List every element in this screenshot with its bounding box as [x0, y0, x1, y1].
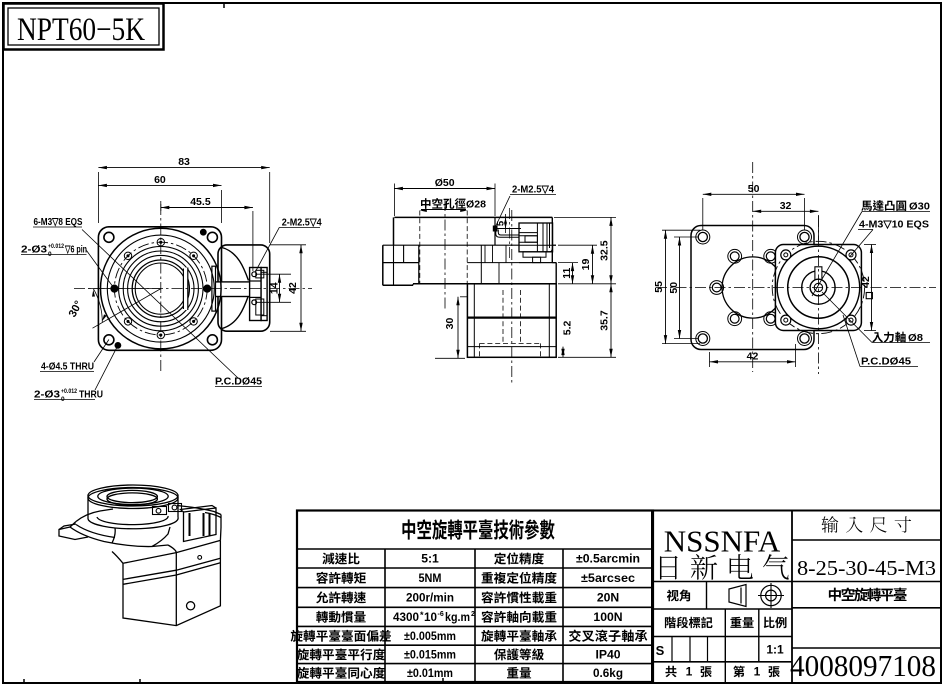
svg-text:83: 83 — [178, 156, 190, 168]
svg-text:kg.m: kg.m — [445, 612, 470, 624]
svg-text:19: 19 — [580, 259, 592, 271]
svg-text:4300: 4300 — [393, 612, 419, 624]
svg-text:5: 5 — [496, 220, 507, 226]
svg-text:Ø28: Ø28 — [466, 199, 486, 211]
svg-text:8-25-30-45-M3: 8-25-30-45-M3 — [797, 556, 936, 580]
svg-text:5:1: 5:1 — [421, 552, 439, 566]
svg-text:NSSNFA: NSSNFA — [664, 524, 781, 559]
svg-text:THRU: THRU — [79, 389, 103, 401]
svg-text:6-M3▽8 EQS: 6-M3▽8 EQS — [34, 216, 83, 228]
svg-text:14: 14 — [269, 282, 281, 294]
svg-text:Ø8: Ø8 — [908, 332, 923, 344]
svg-text:±0.015mm: ±0.015mm — [404, 648, 456, 662]
svg-text:1:1: 1:1 — [766, 643, 784, 657]
svg-text:45.5: 45.5 — [190, 196, 211, 208]
svg-text:2-M2.5▽4: 2-M2.5▽4 — [282, 216, 322, 228]
svg-text:100N: 100N — [593, 610, 622, 624]
svg-text:1: 1 — [754, 665, 761, 679]
svg-text:42: 42 — [287, 282, 299, 294]
svg-text:35.7: 35.7 — [599, 310, 611, 331]
svg-text:42: 42 — [747, 350, 759, 362]
svg-text:5NM: 5NM — [419, 571, 442, 585]
svg-text:20N: 20N — [597, 591, 619, 605]
svg-text:32: 32 — [780, 200, 792, 212]
svg-text:4-Ø4.5 THRU: 4-Ø4.5 THRU — [41, 361, 94, 373]
svg-text:IP40: IP40 — [595, 648, 620, 662]
svg-text:5.2: 5.2 — [562, 320, 574, 335]
svg-text:200r/min: 200r/min — [406, 591, 454, 605]
svg-text:2: 2 — [471, 611, 475, 618]
svg-text:▽6 pin: ▽6 pin — [64, 244, 87, 256]
svg-text:0.6kg: 0.6kg — [593, 666, 623, 680]
svg-text:2-Ø3: 2-Ø3 — [21, 244, 47, 256]
svg-text:2-Ø3: 2-Ø3 — [34, 389, 60, 401]
svg-text:4-M3▽10 EQS: 4-M3▽10 EQS — [859, 219, 929, 231]
svg-text:10: 10 — [424, 612, 437, 624]
svg-text:50: 50 — [668, 282, 680, 294]
svg-text:S: S — [656, 643, 665, 658]
svg-text:+0.012: +0.012 — [48, 243, 64, 250]
svg-text:±0.01mm: ±0.01mm — [407, 666, 453, 680]
svg-text:+0.012: +0.012 — [61, 388, 77, 395]
svg-text:±0.005mm: ±0.005mm — [404, 629, 456, 643]
svg-text:55: 55 — [653, 281, 665, 293]
svg-text:NPT60−5K: NPT60−5K — [17, 12, 145, 48]
svg-text:Ø30: Ø30 — [909, 201, 930, 213]
svg-text:32.5: 32.5 — [599, 240, 611, 261]
svg-text:±5arcsec: ±5arcsec — [581, 571, 635, 585]
svg-text:4008097108: 4008097108 — [790, 648, 936, 683]
svg-text:-6: -6 — [438, 611, 444, 618]
svg-text:42: 42 — [860, 276, 872, 288]
svg-text:P.C.DØ45: P.C.DØ45 — [861, 356, 911, 368]
svg-text:11: 11 — [561, 267, 573, 278]
svg-text:*: * — [420, 610, 424, 620]
svg-text:60: 60 — [154, 174, 166, 186]
svg-text:2-M2.5▽4: 2-M2.5▽4 — [512, 184, 554, 196]
svg-text:Ø50: Ø50 — [435, 177, 455, 189]
svg-text:P.C.DØ45: P.C.DØ45 — [215, 376, 262, 388]
svg-text:1: 1 — [686, 665, 693, 679]
svg-text:30: 30 — [444, 318, 456, 330]
svg-text:±0.5arcmin: ±0.5arcmin — [576, 552, 640, 566]
svg-text:50: 50 — [748, 183, 760, 195]
